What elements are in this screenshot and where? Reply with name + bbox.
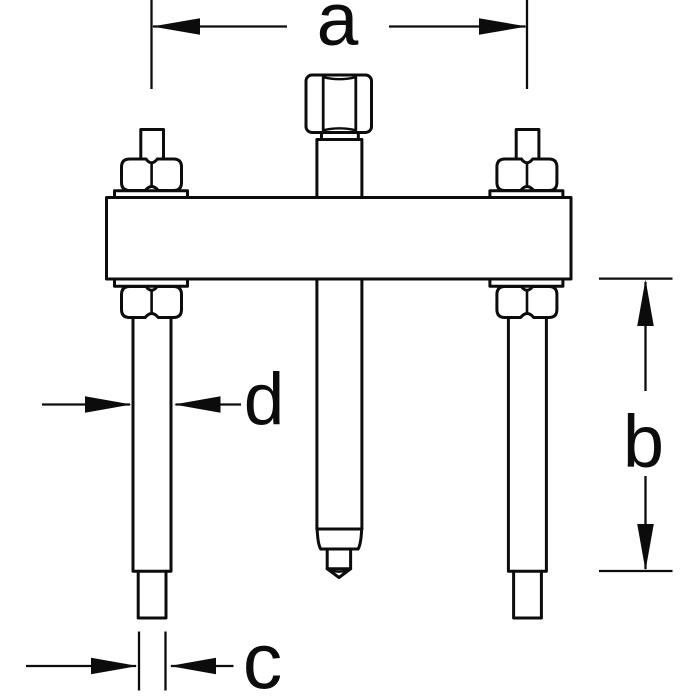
- svg-text:b: b: [623, 400, 664, 483]
- svg-text:d: d: [244, 359, 285, 440]
- svg-text:c: c: [243, 616, 283, 700]
- svg-text:a: a: [317, 0, 359, 61]
